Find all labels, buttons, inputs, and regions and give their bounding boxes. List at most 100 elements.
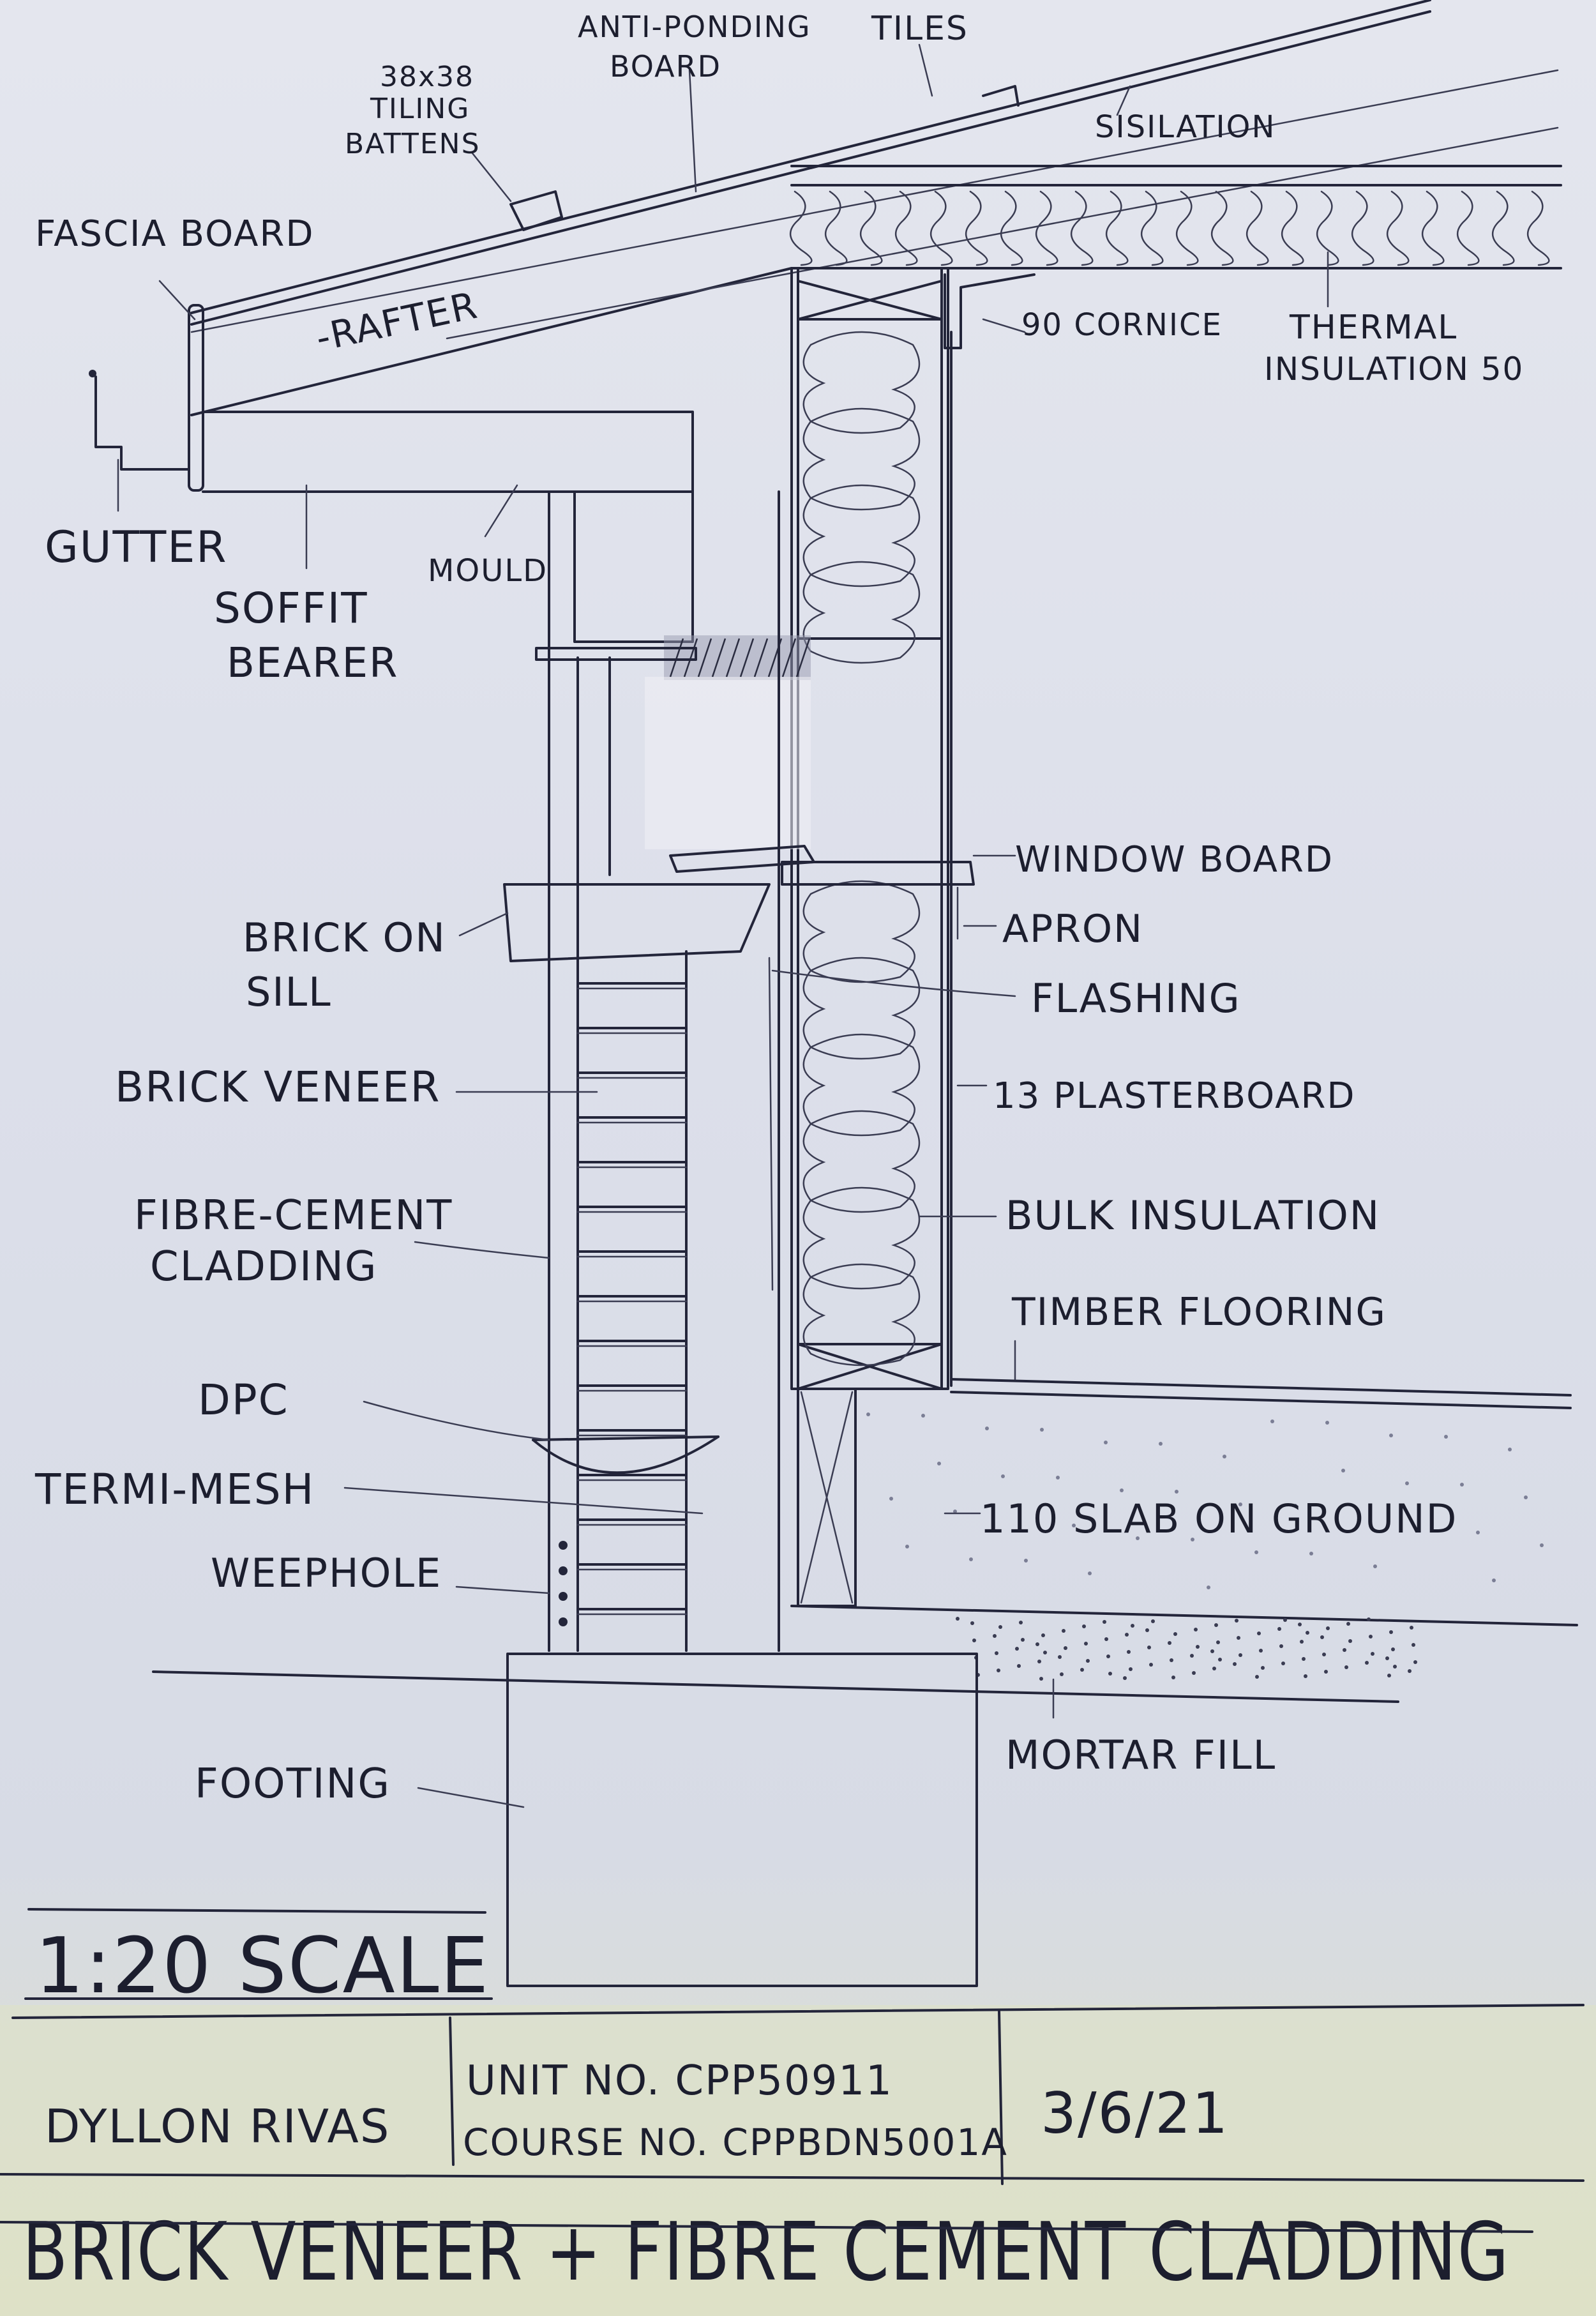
cornice [944,273,1035,349]
slab-speck [1238,1502,1242,1506]
label-bearer: BEARER [227,640,399,687]
label-fascia-board: FASCIA BOARD [35,213,315,255]
mortar-dot [1125,1633,1129,1637]
label-sill: SILL [246,969,332,1015]
mortar-dot [1168,1641,1171,1645]
label-battens: BATTENS [345,128,481,160]
lintel-hatch-line [711,638,726,677]
lintel-hatch-line [697,638,712,677]
leader-tiles [918,43,933,97]
slab-speck [1293,1504,1297,1508]
mortar-dot [1192,1671,1196,1675]
lintel-hatch-line [781,638,797,677]
slab-speck [1001,1474,1005,1478]
title-rule [0,2173,1585,2182]
mortar-dot [1123,1676,1127,1680]
mortar-dot [993,1634,997,1638]
mortar-dot [1015,1647,1019,1651]
leader-sisilation [1116,85,1131,116]
roof-tile-line [190,0,1431,314]
mortar-dot [1281,1661,1285,1665]
label-brick-veneer: BRICK VENEER [115,1063,440,1112]
lintel-hatch-line [725,638,741,677]
slab-speck [1223,1455,1226,1458]
mortar-dot [1214,1623,1218,1627]
flashing [768,957,774,1291]
rafter-line-2 [446,126,1559,340]
mortar-dot [1082,1624,1086,1628]
leader-battens [471,152,512,202]
timber-frame-wall [790,267,952,1390]
leader-termi-mesh [343,1487,704,1515]
mortar-dot [1371,1652,1374,1656]
mortar-dot [1391,1647,1395,1651]
gutter [94,375,190,471]
slab-edge-cross [800,1391,854,1604]
slab-speck [1270,1419,1274,1423]
mortar-dot [1408,1669,1412,1673]
mortar-dot [1257,1631,1261,1635]
slab-speck [1159,1442,1163,1446]
label-window-board: WINDOW BOARD [1015,839,1334,881]
mortar-dot [1343,1648,1346,1652]
window-glass [645,677,811,849]
slab-speck [1460,1483,1464,1487]
slab-speck [866,1412,870,1416]
mortar-dot [1080,1668,1084,1672]
mortar-dot [1298,1623,1302,1626]
mortar-dot [1346,1622,1350,1626]
mortar-dot [995,1651,998,1655]
label-footing: FOOTING [195,1760,391,1808]
label-anti-ponding: ANTI-PONDING [578,10,811,44]
mortar-dot [1170,1658,1173,1662]
scale-note: 1:20 SCALE [24,1908,493,2011]
mortar-dot [1194,1628,1198,1631]
mortar-dot [1322,1653,1326,1656]
slab-speck [1373,1564,1377,1568]
mortar-dot [1255,1675,1259,1679]
mortar-dot [1017,1664,1021,1668]
mortar-dot [1196,1645,1200,1649]
leader-lines [117,43,1329,1808]
mortar-dot [1348,1639,1352,1643]
scale-text: 1:20 SCALE [35,1922,490,2011]
frame-outline [790,267,949,1390]
mortar-dot [1216,1640,1220,1644]
slab-speck [1191,1538,1194,1541]
mortar-dot [1326,1626,1330,1630]
footing [506,1653,978,1987]
leader-cornice [982,318,1026,333]
label-board: BOARD [610,49,721,84]
mortar-dot [1367,1617,1371,1621]
mortar-dot [956,1617,960,1621]
lintel-hatch-line [753,638,769,677]
mortar-dot [1233,1662,1237,1666]
lintel-hatch-line [683,638,698,677]
label-dpc: DPC [198,1375,289,1425]
mortar-dot [1410,1626,1413,1630]
mortar-dot [1304,1674,1307,1678]
bulk-insulation-lower [802,880,921,1366]
mortar-dot [1171,1676,1175,1679]
mortar-dot [1019,1621,1023,1624]
title-course-no: COURSE NO. CPPBDN5001A [463,2121,1008,2164]
lintel-hatch-line [795,638,811,677]
label-plasterboard: 13 PLASTERBOARD [993,1075,1356,1117]
slab-speck [1524,1495,1528,1499]
slab-speck [1104,1441,1108,1444]
brick-veneer [532,490,780,1652]
mortar-dot [970,1621,974,1625]
mortar-dot [1149,1663,1153,1667]
title-block-divider-2 [998,2010,1004,2185]
mortar-fill [956,1617,1417,1681]
dpc [532,1435,719,1474]
slab-speck [1175,1490,1178,1494]
mortar-dot [997,1669,1000,1672]
label-apron: APRON [1002,907,1143,951]
slab-speck [1508,1448,1512,1451]
slab-speck [1492,1578,1496,1582]
title-underline [0,2221,1533,2233]
mortar-dot [1210,1649,1214,1653]
mortar-dot [1173,1632,1177,1636]
